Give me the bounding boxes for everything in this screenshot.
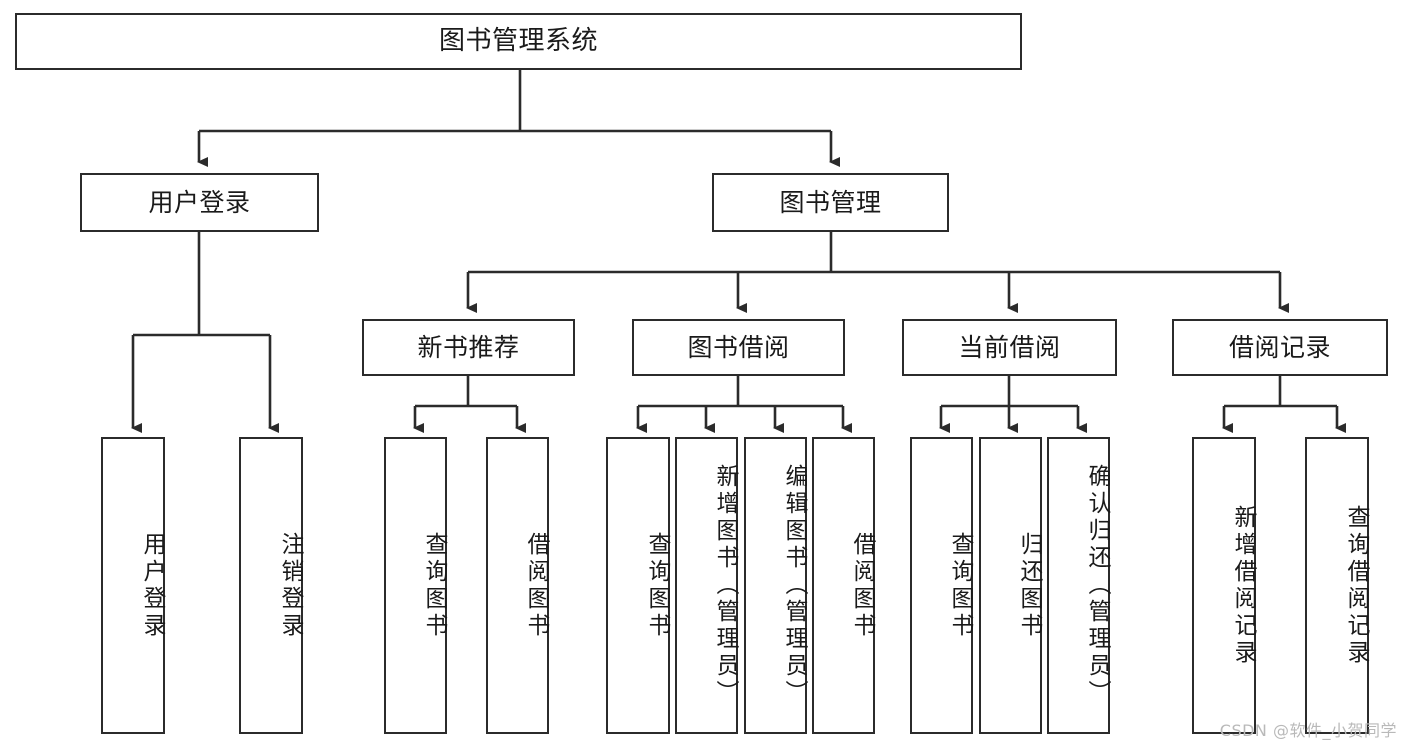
leaf-book-borrow-edit[interactable]: 编辑图书（管理员） <box>744 437 807 734</box>
node-current-borrow-label: 当前借阅 <box>958 332 1061 362</box>
leaf-label: 查询图书 <box>947 531 973 640</box>
csdn-watermark: CSDN @软件_小贺同学 <box>1219 721 1397 740</box>
leaf-label: 归还图书 <box>1016 531 1042 640</box>
leaf-label: 新增借阅记录 <box>1230 504 1256 667</box>
leaf-label: 用户登录 <box>139 531 165 640</box>
leaf-book-borrow-query[interactable]: 查询图书 <box>606 437 670 734</box>
node-user-login-label: 用户登录 <box>148 187 251 217</box>
leaf-label: 注销登录 <box>277 531 303 640</box>
node-borrow-record[interactable]: 借阅记录 <box>1172 319 1388 376</box>
leaf-label: 借阅图书 <box>849 531 875 640</box>
node-borrow-record-label: 借阅记录 <box>1228 332 1331 362</box>
leaf-current-borrow-return[interactable]: 归还图书 <box>979 437 1042 734</box>
node-new-book-recommend[interactable]: 新书推荐 <box>362 319 575 376</box>
leaf-label: 查询图书 <box>644 531 670 640</box>
leaf-current-borrow-confirm-return[interactable]: 确认归还（管理员） <box>1047 437 1110 734</box>
leaf-label: 借阅图书 <box>523 531 549 640</box>
leaf-book-borrow-borrow[interactable]: 借阅图书 <box>812 437 875 734</box>
leaf-borrow-record-query[interactable]: 查询借阅记录 <box>1305 437 1369 734</box>
node-user-login[interactable]: 用户登录 <box>80 173 319 232</box>
leaf-label: 确认归还（管理员） <box>1084 464 1110 707</box>
leaf-label: 查询借阅记录 <box>1343 504 1369 667</box>
node-current-borrow[interactable]: 当前借阅 <box>902 319 1117 376</box>
leaf-user-login-login[interactable]: 用户登录 <box>101 437 165 734</box>
leaf-book-borrow-add[interactable]: 新增图书（管理员） <box>675 437 738 734</box>
leaf-label: 查询图书 <box>421 531 447 640</box>
node-new-book-recommend-label: 新书推荐 <box>417 332 520 362</box>
node-book-borrow[interactable]: 图书借阅 <box>632 319 845 376</box>
node-book-borrow-label: 图书借阅 <box>687 332 790 362</box>
node-root[interactable]: 图书管理系统 <box>15 13 1022 70</box>
leaf-new-book-query[interactable]: 查询图书 <box>384 437 447 734</box>
node-book-management-label: 图书管理 <box>779 187 882 217</box>
leaf-label: 编辑图书（管理员） <box>781 464 807 707</box>
leaf-new-book-borrow[interactable]: 借阅图书 <box>486 437 549 734</box>
leaf-borrow-record-add[interactable]: 新增借阅记录 <box>1192 437 1256 734</box>
node-book-management[interactable]: 图书管理 <box>712 173 949 232</box>
node-root-label: 图书管理系统 <box>438 26 598 57</box>
leaf-label: 新增图书（管理员） <box>712 464 738 707</box>
leaf-user-login-logout[interactable]: 注销登录 <box>239 437 303 734</box>
leaf-current-borrow-query[interactable]: 查询图书 <box>910 437 973 734</box>
